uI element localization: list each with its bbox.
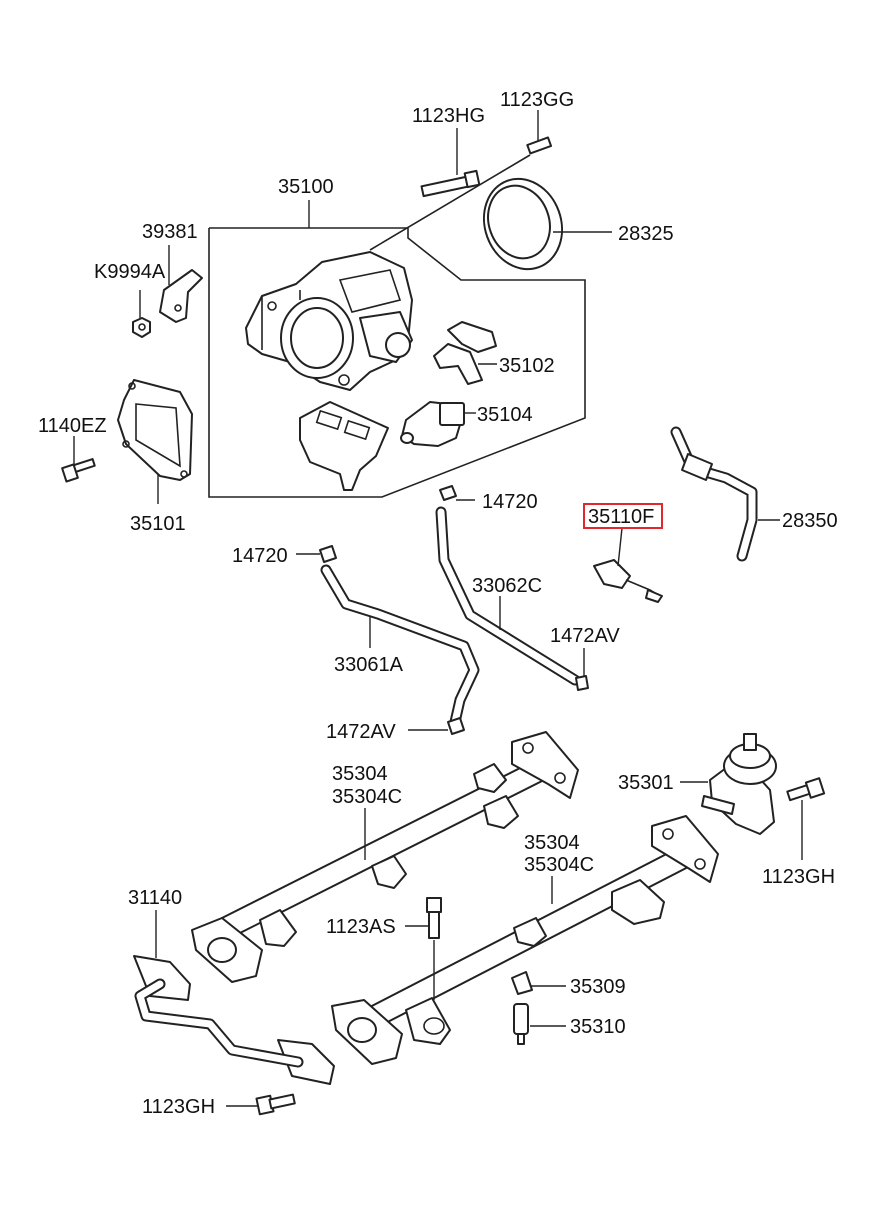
hose-33062c[interactable]: [435, 506, 581, 686]
label-33062c[interactable]: 33062C: [472, 575, 542, 597]
label-28325[interactable]: 28325: [618, 223, 674, 245]
throttle-body-35100[interactable]: [245, 251, 413, 391]
label-35310[interactable]: 35310: [570, 1016, 626, 1038]
label-35101[interactable]: 35101: [130, 513, 186, 535]
clip-35309[interactable]: [511, 971, 566, 995]
label-35110f[interactable]: 35110F: [588, 506, 654, 528]
gasket-ring-28325[interactable]: [472, 168, 612, 280]
label-35304-upper[interactable]: 35304: [332, 763, 388, 785]
throttle-body-group-frame: [208, 200, 586, 498]
label-35304c-lower[interactable]: 35304C: [524, 854, 594, 876]
sensor-35102[interactable]: [433, 321, 497, 385]
label-35102[interactable]: 35102: [499, 355, 555, 377]
clip-1472av-right[interactable]: [575, 648, 589, 691]
hose-33061a[interactable]: [320, 564, 480, 728]
bolt-1123gh-bottom[interactable]: [226, 1093, 296, 1116]
label-1123gh-right[interactable]: 1123GH: [762, 866, 835, 888]
bolt-1123gh-right[interactable]: [786, 777, 826, 860]
fuel-rail-35304-lower[interactable]: [331, 815, 719, 1065]
highlight-box-35110f: [583, 503, 663, 529]
label-1472av-left[interactable]: 1472AV: [326, 721, 396, 743]
label-1140ez[interactable]: 1140EZ: [38, 415, 107, 437]
label-1472av-right[interactable]: 1472AV: [550, 625, 620, 647]
throttle-lower-housing: [299, 401, 389, 491]
bolt-1123as[interactable]: [405, 897, 442, 1000]
label-14720-upper[interactable]: 14720: [482, 491, 538, 513]
label-1123gh-bottom[interactable]: 1123GH: [142, 1096, 215, 1118]
label-31140[interactable]: 31140: [128, 887, 182, 909]
label-k9994a[interactable]: K9994A: [94, 261, 166, 283]
part-35110f[interactable]: [593, 527, 663, 603]
regulator-35301[interactable]: [680, 733, 777, 835]
label-1123as[interactable]: 1123AS: [326, 916, 396, 938]
clamp-14720-upper[interactable]: [439, 485, 475, 501]
label-39381[interactable]: 39381: [142, 221, 198, 243]
label-1123gg[interactable]: 1123GG: [500, 89, 574, 111]
label-28350[interactable]: 28350: [782, 510, 838, 532]
clip-1472av-left[interactable]: [408, 717, 465, 735]
clamp-14720-left[interactable]: [296, 545, 337, 563]
fuel-pipe-31140[interactable]: [133, 910, 335, 1085]
label-35304c-upper[interactable]: 35304C: [332, 786, 402, 808]
label-35104[interactable]: 35104: [477, 404, 533, 426]
stud-1123gg[interactable]: [369, 110, 553, 251]
bolt-1140ez[interactable]: [61, 436, 96, 483]
label-1123hg[interactable]: 1123HG: [412, 105, 485, 127]
label-14720-left[interactable]: 14720: [232, 545, 288, 567]
label-35309[interactable]: 35309: [570, 976, 626, 998]
label-35304-lower[interactable]: 35304: [524, 832, 580, 854]
gasket-35101[interactable]: [117, 379, 193, 504]
bolt-1123hg[interactable]: [420, 128, 481, 198]
label-33061a[interactable]: 33061A: [334, 654, 404, 676]
bracket-39381[interactable]: [159, 245, 203, 323]
label-35301[interactable]: 35301: [618, 772, 674, 794]
hose-28350[interactable]: [670, 426, 780, 562]
injector-35310[interactable]: [513, 1003, 566, 1045]
nut-k9994a[interactable]: [132, 290, 151, 338]
fuel-rail-35304-upper[interactable]: [191, 731, 579, 983]
actuator-35104[interactable]: [400, 401, 476, 447]
label-35100[interactable]: 35100: [278, 176, 334, 198]
